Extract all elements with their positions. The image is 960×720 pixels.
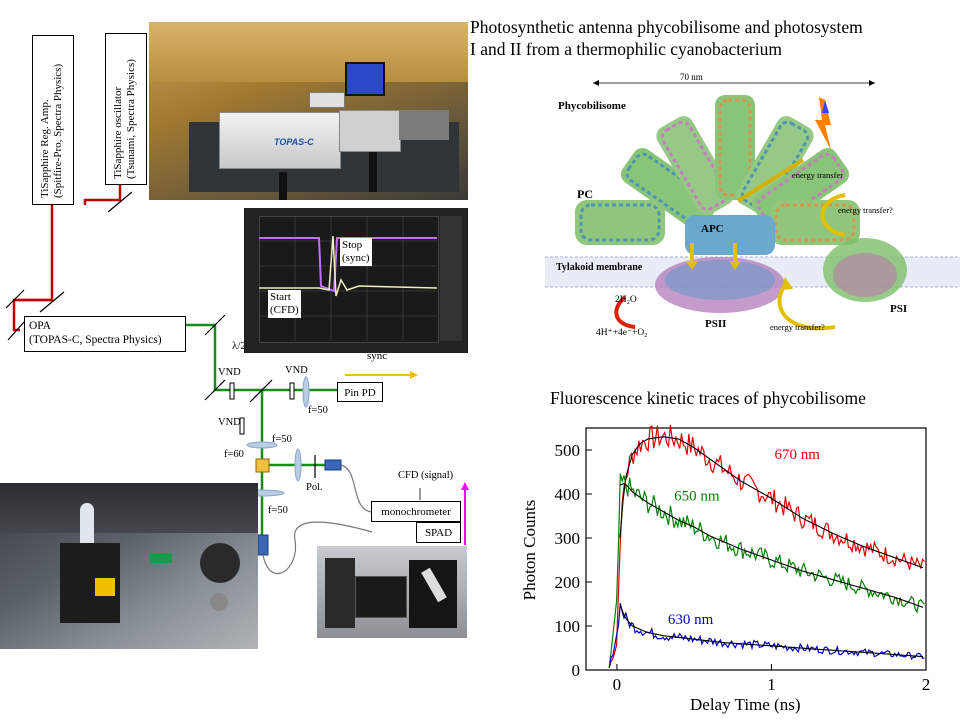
polarizer-label: Pol.	[306, 482, 323, 493]
y-tick-label: 400	[555, 485, 581, 504]
red-beam-path	[12, 185, 122, 332]
spad-label: SPAD	[424, 527, 453, 539]
fiber-coupler-2	[257, 534, 269, 556]
y-tick-label: 300	[555, 529, 581, 548]
laser-amplifier-label: TiSapphire Reg. Amp. (Spitfire-Pro, Spec…	[39, 63, 64, 198]
light-bolt-icon	[815, 97, 831, 150]
oscillator-box: TiSapphire oscillator (Tsunami, Spectra …	[105, 33, 147, 185]
fit-650-nm	[619, 483, 924, 608]
opa-label: OPA (TOPAS-C, Spectra Physics)	[29, 320, 162, 346]
oscilloscope-trace	[259, 216, 437, 341]
lens-label-f50-b: f=50	[272, 434, 292, 445]
vnd-filters	[229, 382, 295, 435]
trace-670-nm	[608, 425, 925, 668]
x-tick-label: 1	[767, 675, 776, 694]
optical-fiber-2	[262, 521, 373, 575]
psi-label: PSI	[890, 303, 908, 315]
oscilloscope-photo: Stop (sync) Start (CFD)	[244, 208, 468, 353]
y-tick-label: 0	[572, 661, 581, 680]
spad-box: SPAD	[416, 522, 461, 543]
lens-label-f50-c: f=50	[268, 505, 288, 516]
energy-transfer-q-label-2: energy transfer?	[770, 322, 825, 332]
lab-photo-laser: TOPAS-C	[149, 22, 468, 200]
x-tick-label: 2	[922, 675, 931, 694]
phycobilisome-figure	[545, 80, 960, 331]
pc-label: PC	[577, 187, 593, 201]
series-label: 670 nm	[775, 447, 821, 463]
y-tick-label: 500	[555, 441, 581, 460]
pin-pd-label: Pin PD	[344, 387, 376, 399]
monitor	[345, 62, 385, 96]
sync-label: sync	[367, 350, 388, 362]
topas-logo: TOPAS-C	[274, 137, 314, 147]
series-label: 630 nm	[668, 612, 714, 628]
setup-schematic	[5, 185, 469, 575]
monochromator-label: monochrometer	[381, 506, 451, 518]
pbs-label: Phycobilisome	[558, 100, 626, 112]
pin-pd-box: Pin PD	[337, 382, 383, 402]
vnd-label-3: VND	[218, 417, 241, 428]
energy-transfer-label: energy transfer	[792, 170, 844, 180]
plot-frame	[585, 427, 927, 671]
trace-650-nm	[608, 473, 925, 669]
energy-transfer-q-label-1: energy transfer?	[838, 205, 893, 215]
phycobilisome-title: Photosynthetic antenna phycobilisome and…	[470, 17, 863, 59]
series-label: 650 nm	[674, 489, 720, 505]
vnd-label-1: VND	[218, 367, 241, 378]
laser-housing	[219, 112, 341, 169]
lens-label-f50-a: f=50	[308, 405, 328, 416]
oscillator-label: TiSapphire oscillator (Tsunami, Spectra …	[112, 59, 137, 179]
monochromator-box: monochrometer	[371, 501, 461, 522]
x-tick-label: 0	[613, 675, 622, 694]
fit-630-nm	[619, 603, 923, 658]
laser-amplifier-box: TiSapphire Reg. Amp. (Spitfire-Pro, Spec…	[32, 35, 74, 205]
chart-title: Fluorescence kinetic traces of phycobili…	[550, 388, 866, 408]
water-label: 2H₂O	[615, 295, 637, 305]
trace-630-nm	[608, 602, 925, 668]
sample-cuvette	[255, 458, 270, 473]
cfd-signal-label: CFD (signal)	[398, 470, 454, 481]
oscilloscope-stop-label: Stop (sync)	[340, 238, 372, 266]
oscilloscope-start-label: Start (CFD)	[268, 290, 301, 318]
lab-photo-optics	[0, 483, 258, 649]
kinetic-chart: 0 100 200 300 400 500 0 1 2 670 nm 650 nm 630 nm	[555, 425, 931, 694]
y-tick-label: 200	[555, 573, 581, 592]
fit-670-nm	[619, 436, 924, 569]
spad-photo	[317, 546, 467, 638]
half-wave-plate-label: λ/2	[232, 340, 246, 352]
vnd-label-2: VND	[285, 365, 308, 376]
membrane-label: Tylakoid membrane	[556, 262, 643, 273]
psii-label: PSII	[705, 318, 727, 330]
chart-ylabel: Photon Counts	[520, 499, 539, 601]
fiber-coupler-1	[324, 459, 342, 471]
optical-fiber	[340, 464, 373, 513]
chart-xlabel: Delay Time (ns)	[690, 695, 801, 714]
opa-box: OPA (TOPAS-C, Spectra Physics)	[24, 316, 186, 352]
y-tick-label: 100	[555, 617, 581, 636]
scale-bar-label: 70 nm	[680, 72, 703, 82]
oxygen-label: 4H⁺+4e⁻+O₂	[596, 328, 648, 338]
apc-label: APC	[701, 223, 724, 235]
lens-label-f60: f=60	[224, 449, 244, 460]
mirror-set	[5, 191, 273, 403]
